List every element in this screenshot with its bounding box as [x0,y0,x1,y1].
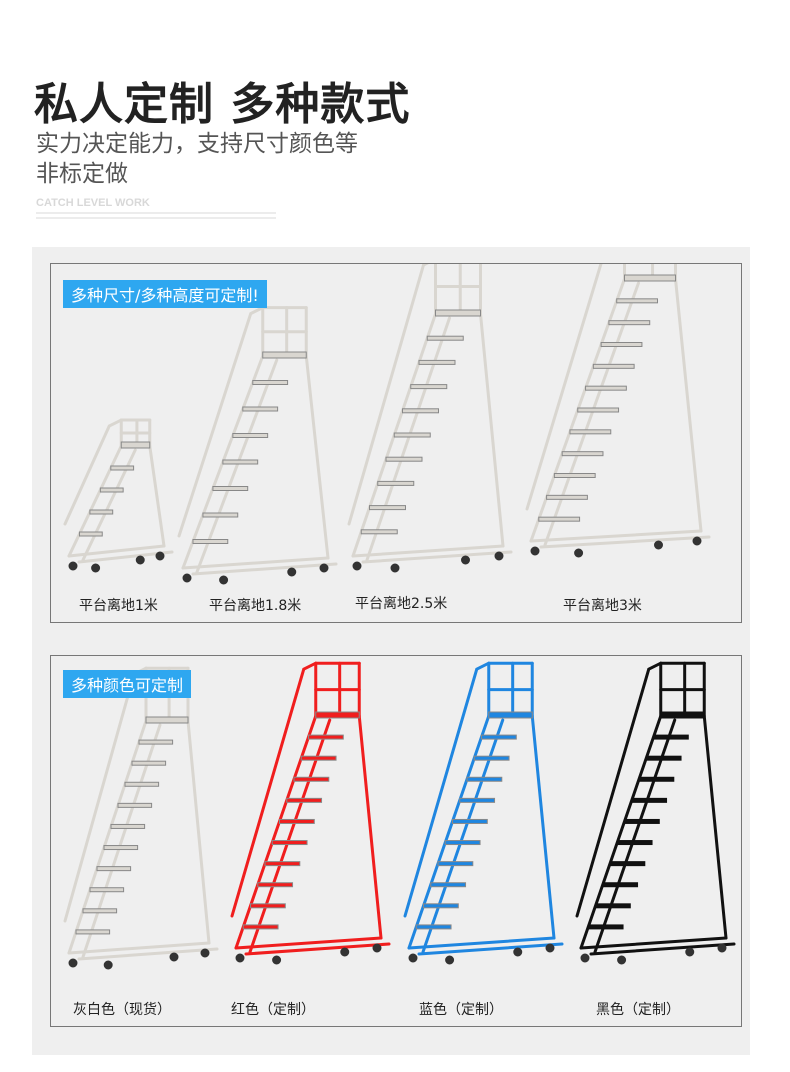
ladder-caption: 黑色（定制） [596,1002,680,1018]
ladder-image [230,661,391,965]
wheel-icon [717,943,727,953]
wheel-icon [91,563,101,573]
ladder-caption: 平台离地1米 [79,598,158,614]
ladder-caption: 红色（定制） [231,1002,315,1018]
wheel-icon [692,536,702,546]
ladder-caption: 蓝色（定制） [419,1002,503,1018]
wheel-icon [545,943,555,953]
wheel-icon [272,955,282,965]
ladder-images-colors [63,661,736,970]
wheel-icon [103,960,113,970]
wheel-icon [68,561,78,571]
wheel-icon [219,575,229,585]
ladder-image [403,661,564,965]
watermark-english: CATCH LEVEL WORK [36,197,150,209]
colors-section: 多种颜色可定制 灰白色（现货） 红色（定制） 蓝色（定制） 黑色（定制） [50,655,742,1027]
colors-tag: 多种颜色可定制 [63,670,192,698]
page-title: 私人定制 多种款式 [34,79,411,130]
wheel-icon [580,953,590,963]
ladder-image [525,264,711,558]
wheel-icon [155,551,165,561]
wheel-icon [182,573,192,583]
content-panel: 多种尺寸/多种高度可定制! 平台离地1米 平台离地1.8米 平台离地2.5米 平… [32,247,750,1055]
wheel-icon [654,540,663,550]
ladder-caption: 平台离地3米 [563,598,642,614]
wheel-icon [340,947,350,957]
wheel-icon [200,948,210,958]
wheel-icon [408,953,418,963]
subtitle-line-1: 实力决定能力，支持尺寸颜色等 [36,131,358,157]
wheel-icon [319,563,329,573]
wheel-icon [513,947,523,957]
wheel-icon [530,546,540,556]
wheel-icon [617,955,627,965]
ladder-caption: 平台离地1.8米 [209,598,302,614]
subtitle-line-2: 非标定做 [36,161,128,187]
wheel-icon [390,563,400,573]
ladder-images-sizes [63,264,711,585]
ladder-caption: 平台离地2.5米 [355,596,448,612]
sizes-section: 多种尺寸/多种高度可定制! 平台离地1米 平台离地1.8米 平台离地2.5米 平… [50,263,742,623]
decorative-line [36,217,276,219]
wheel-icon [287,567,297,577]
wheel-icon [372,943,382,953]
ladder-image [177,306,338,585]
ladder-image [63,666,219,970]
decorative-line [36,212,276,214]
wheel-icon [494,551,504,561]
wheel-icon [352,561,362,571]
wheel-icon [68,958,78,968]
wheel-icon [461,555,470,565]
ladder-image [63,418,174,573]
ladder-image [347,264,513,573]
wheel-icon [685,947,695,957]
wheel-icon [574,548,584,558]
ladder-image [575,661,736,965]
wheel-icon [135,555,145,565]
ladder-caption: 灰白色（现货） [73,1002,171,1018]
wheel-icon [235,953,245,963]
wheel-icon [169,952,179,962]
wheel-icon [445,955,455,965]
sizes-tag: 多种尺寸/多种高度可定制! [63,280,267,308]
